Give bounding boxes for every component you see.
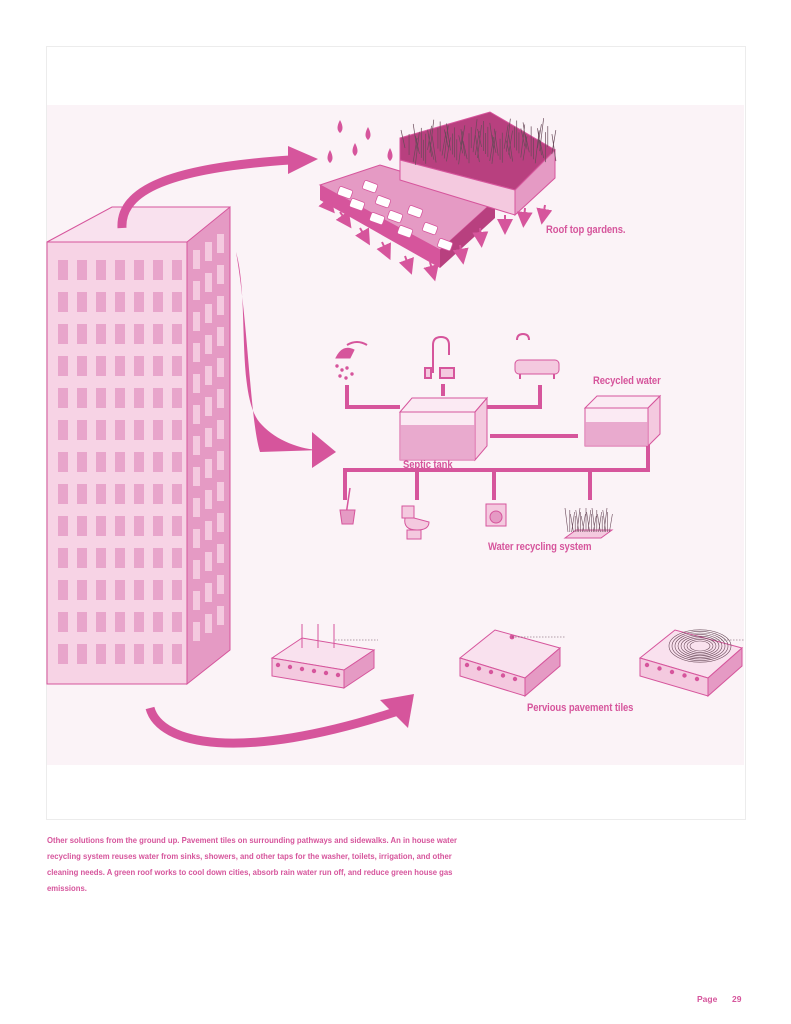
pavement-tile-1	[270, 624, 378, 689]
roof-garden	[318, 111, 557, 282]
washer-icon	[485, 503, 507, 527]
arrow-to-recycling-head	[312, 432, 336, 468]
label-water-recycling-system: Water recycling system	[488, 541, 592, 553]
caption-text: Other solutions from the ground up. Pave…	[47, 835, 458, 893]
pavement-tile-3	[638, 629, 744, 698]
bathtub-icon	[514, 332, 560, 379]
label-septic-tank: Septic tank	[403, 459, 453, 471]
faucet-icon	[424, 335, 455, 379]
recycled-water-tank	[583, 394, 662, 448]
page-number: 29	[732, 994, 742, 1004]
mop-bucket-icon	[339, 487, 356, 525]
shower-icon	[335, 341, 368, 380]
arrow-to-roof	[117, 155, 291, 229]
arrow-to-roof-head	[288, 146, 318, 174]
pavement-tile-2	[458, 629, 566, 698]
arrow-to-recycling	[236, 252, 322, 452]
label-recycled-water: Recycled water	[593, 375, 661, 387]
septic-tank	[398, 396, 489, 462]
rain-drops	[327, 120, 393, 163]
label-roof-top-gardens: Roof top gardens.	[546, 224, 626, 236]
arrow-to-pavement-head	[380, 694, 414, 728]
page-label: Page	[697, 994, 718, 1004]
toilet-icon	[401, 505, 430, 540]
building	[46, 205, 231, 686]
label-pervious-pavement-tiles: Pervious pavement tiles	[527, 702, 634, 714]
water-recycling-system	[343, 384, 650, 500]
irrigation-plants-icon	[563, 507, 614, 539]
arrow-to-pavement	[145, 706, 397, 748]
